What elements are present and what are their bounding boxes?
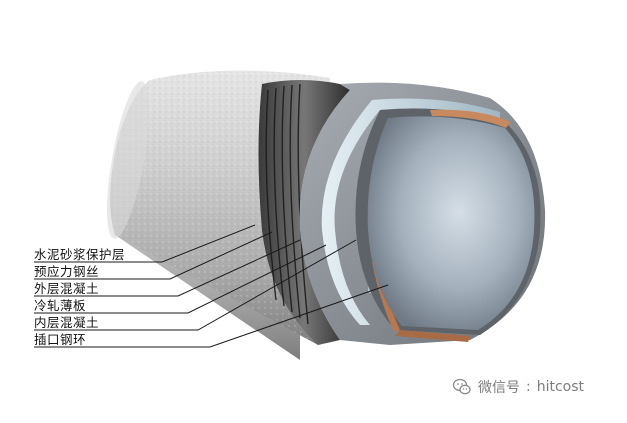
watermark-prefix: 微信号	[478, 380, 520, 396]
leader-line-cold-rolled-sheet	[34, 244, 327, 314]
label-cement-mortar: 水泥砂浆保护层	[34, 247, 126, 262]
wechat-watermark: 微信号: hitcost	[452, 376, 584, 398]
leader-line-spigot-steel-ring	[34, 284, 389, 348]
leader-line-outer-concrete	[34, 239, 301, 297]
label-inner-concrete: 内层混凝土	[34, 315, 100, 330]
leader-line-cement-mortar	[34, 224, 256, 263]
label-prestressed-wire: 预应力钢丝	[34, 264, 100, 279]
label-cold-rolled-sheet: 冷轧薄板	[34, 298, 87, 313]
watermark-account: hitcost	[536, 379, 585, 395]
leader-line-inner-concrete	[34, 239, 357, 331]
label-outer-concrete: 外层混凝土	[34, 281, 100, 296]
label-spigot-steel-ring: 插口钢环	[34, 332, 87, 347]
inner-bore	[367, 116, 535, 330]
leader-line-prestressed-wire	[34, 231, 273, 280]
watermark-separator: :	[526, 379, 531, 395]
wechat-icon	[452, 378, 471, 395]
leader-lines	[34, 224, 389, 348]
